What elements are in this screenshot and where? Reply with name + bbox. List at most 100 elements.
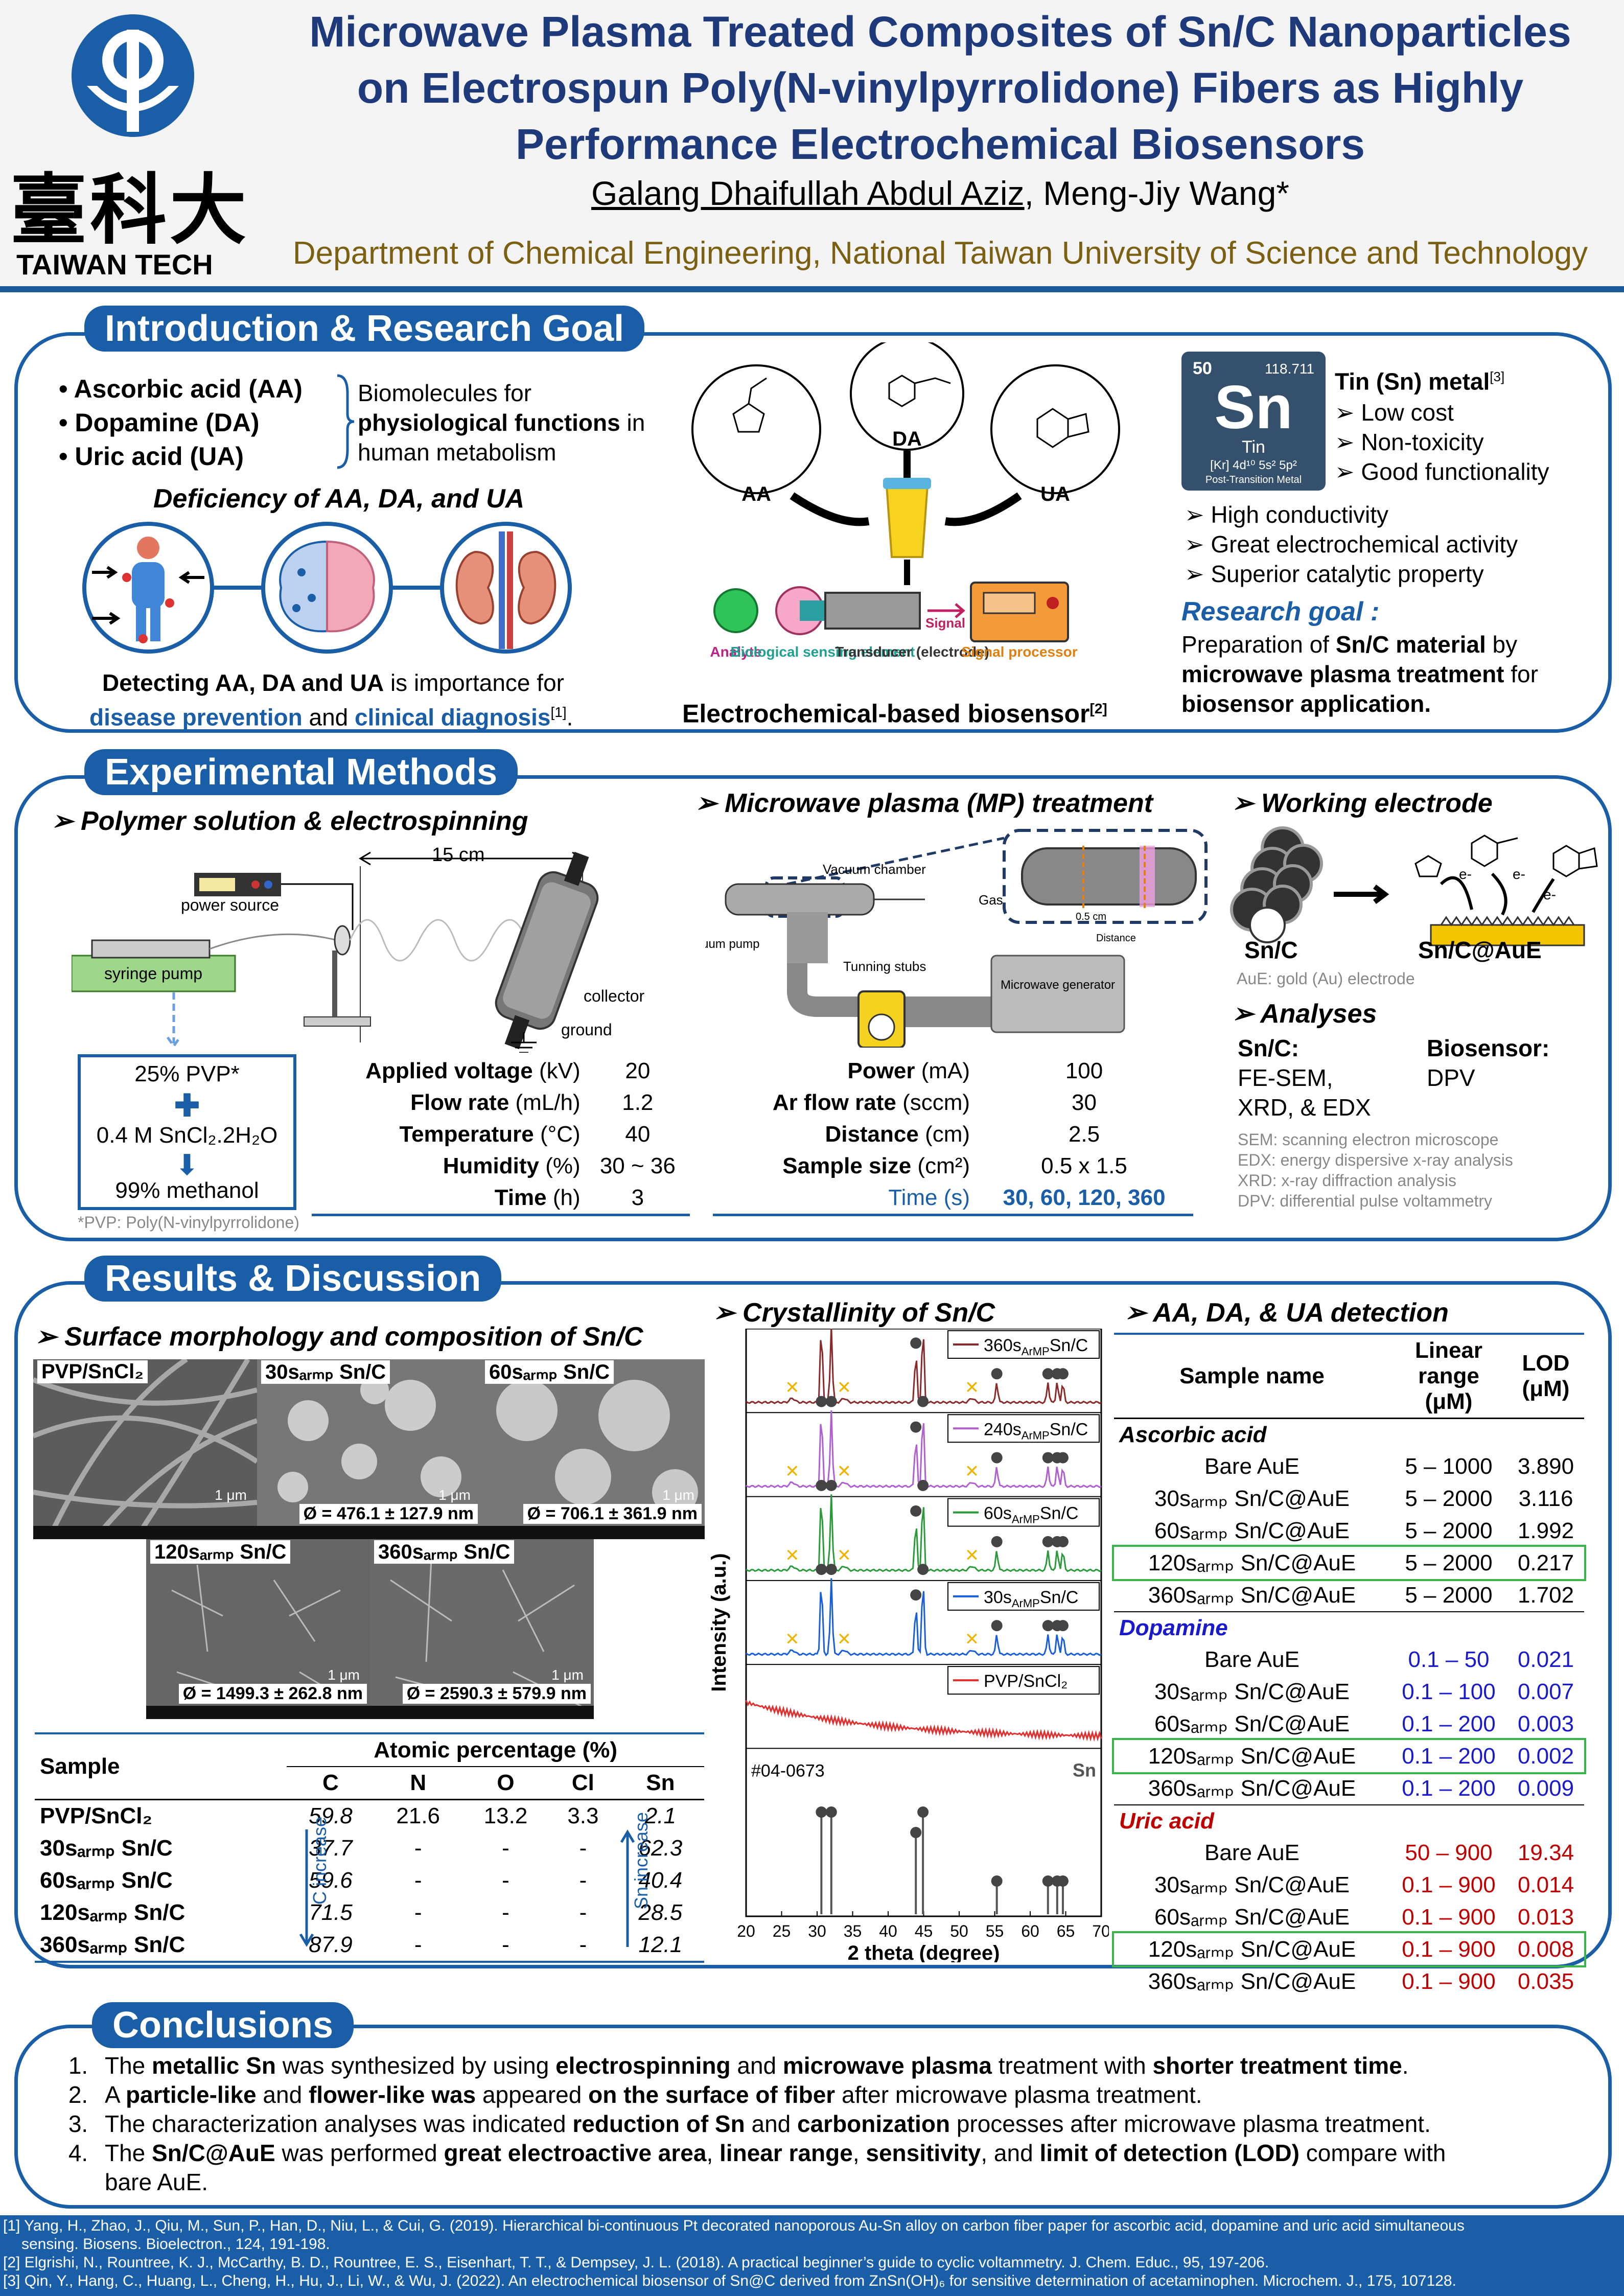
research-goal-title: Research goal : <box>1181 597 1380 627</box>
conclusion-list: The metallic Sn was synthesized by using… <box>56 2051 1579 2197</box>
solution-box: 25% PVP* ✚ 0.4 M SnCl₂.2H₂O ⬇ 99% methan… <box>78 1054 296 1210</box>
carbon-peak-marker: ✕ <box>965 1629 980 1650</box>
arrow-icon: ➢ <box>1335 458 1361 485</box>
header: 臺科大 TAIWAN TECH Microwave Plasma Treated… <box>0 0 1624 286</box>
conclusion-text: , <box>706 2140 720 2166</box>
arrow-icon: ➢ <box>1185 561 1211 587</box>
param-row: Power (mA)100 <box>713 1055 1193 1087</box>
param-label: Sample size <box>782 1153 912 1178</box>
conclusion-text: shorter treatment time <box>1152 2052 1402 2079</box>
det-sample: 30sₐᵣₘₚ Sn/C@AuE <box>1154 1486 1350 1511</box>
we-heading-text: Working electrode <box>1261 788 1493 818</box>
arrow-icon: ➢ <box>1335 399 1361 426</box>
clinical-diagnosis: clinical diagnosis <box>355 704 551 731</box>
disease-prevention: disease prevention <box>89 704 303 731</box>
param-row: Flow rate (mL/h)1.2 <box>312 1087 690 1119</box>
sem-image-pvp: PVP/SnCl₂ 1 μm <box>33 1359 257 1539</box>
morphology-heading-text: Surface morphology and composition of Sn… <box>64 1322 643 1352</box>
atomic-value: 71.5 <box>309 1899 353 1925</box>
mol-label-ua: UA <box>1040 483 1070 505</box>
x-tick-label: 20 <box>737 1922 755 1940</box>
electron-label-2: e- <box>1513 866 1525 882</box>
det-lod: 0.014 <box>1517 1872 1574 1897</box>
x-tick-label: 25 <box>773 1922 791 1940</box>
param-row: Time (s)30, 60, 120, 360 <box>713 1182 1193 1215</box>
sn-peak-marker <box>910 1337 922 1349</box>
det-range: 0.1 – 50 <box>1408 1647 1490 1672</box>
series-legend-box <box>947 1498 1100 1527</box>
conclusion-text: metallic Sn <box>152 2052 276 2079</box>
ref-peak-marker <box>991 1875 1003 1887</box>
atomic-col-head: N <box>410 1770 427 1795</box>
sem-image-30s: 30sₐᵣₘₚ Sn/C 1 μm Ø = 476.1 ± 127.9 nm <box>257 1359 481 1539</box>
conclusion-text: A <box>105 2081 126 2108</box>
bio-analysis: Biosensor: DPV <box>1427 1033 1549 1093</box>
param-value: 2.5 <box>1068 1122 1100 1147</box>
x-tick-label: 55 <box>986 1922 1004 1940</box>
abbrev-3: XRD: x-ray diffraction analysis <box>1238 1171 1456 1190</box>
x-tick-label: 60 <box>1021 1922 1039 1940</box>
param-row: Sample size (cm²)0.5 x 1.5 <box>713 1150 1193 1182</box>
conclusion-text: Sn/C@AuE <box>152 2140 275 2166</box>
logo-english-text: TAIWAN TECH <box>16 248 213 281</box>
goal-1b: Sn/C material <box>1335 631 1486 658</box>
label-power-source: power source <box>181 896 279 914</box>
det-head-lod: LOD (μM) <box>1522 1351 1570 1401</box>
x-tick-label: 70 <box>1092 1922 1109 1940</box>
param-unit: (kV) <box>532 1058 581 1083</box>
label-gas: Gas <box>979 892 1003 908</box>
sem-info-bar <box>33 1526 257 1539</box>
analyte-ua: • Uric acid (UA) <box>59 442 244 471</box>
sn-peak-marker <box>1042 1368 1054 1380</box>
goal-3: biosensor application. <box>1181 690 1431 717</box>
arrow-icon: ➢ <box>1185 501 1211 528</box>
xrd-heading-text: Crystallinity of Sn/C <box>743 1298 995 1328</box>
label-15cm: 15 cm <box>432 844 484 866</box>
tin-title-text: Tin (Sn) metal <box>1335 368 1490 395</box>
conclusion-text: carbonization <box>797 2111 950 2137</box>
tin-prop-2: Non-toxicity <box>1361 429 1484 455</box>
aue-note: AuE: gold (Au) electrode <box>1237 969 1415 988</box>
sn-peak-marker <box>910 1421 922 1433</box>
param-unit: (cm²) <box>911 1153 970 1178</box>
sn-peak-marker <box>816 1396 827 1407</box>
detection-heading: ➢ AA, DA, & UA detection <box>1124 1298 1449 1328</box>
param-unit: (°C) <box>533 1122 581 1147</box>
param-unit: (sccm) <box>896 1090 970 1115</box>
snc-method-2: XRD, & EDX <box>1238 1094 1371 1121</box>
sn-peak-marker <box>917 1564 929 1575</box>
carbon-peak-marker: ✕ <box>785 1377 800 1398</box>
sn-peak-marker <box>825 1564 837 1575</box>
atomic-value: 87.9 <box>309 1932 353 1957</box>
element-name: Tin <box>1242 437 1265 457</box>
x-tick-label: 50 <box>950 1922 968 1940</box>
atomic-value: 2.1 <box>644 1803 676 1828</box>
atomic-value: 3.3 <box>567 1803 599 1828</box>
prop2-1: High conductivity <box>1211 501 1389 528</box>
arrow-icon: ➢ <box>1232 999 1261 1029</box>
abbrev-4: DPV: differential pulse voltammetry <box>1238 1192 1492 1210</box>
det-sample: 120sₐᵣₘₚ Sn/C@AuE <box>1148 1744 1356 1769</box>
electron-label-3: e- <box>1543 887 1556 902</box>
diagnosis-text: disease prevention and clinical diagnosi… <box>89 704 573 731</box>
detection-table: Sample name Linear range (μM) LOD (μM) A… <box>1112 1333 1586 1998</box>
param-label: Flow rate <box>410 1090 509 1115</box>
atomic-value: - <box>502 1932 509 1957</box>
param-row: Temperature (°C)40 <box>312 1119 690 1150</box>
sem-label-60s: 60sₐᵣₘₚ Sn/C <box>485 1360 614 1384</box>
sn-peak-marker <box>917 1396 929 1407</box>
conclusion-text: , <box>852 2140 866 2166</box>
carbon-peak-marker: ✕ <box>785 1629 800 1650</box>
series-legend-label: 360sArMPSn/C <box>984 1336 1088 1358</box>
det-range: 0.1 – 900 <box>1402 1872 1496 1897</box>
detection-heading-text: AA, DA, & UA detection <box>1153 1298 1449 1328</box>
human-body-icon <box>92 537 204 643</box>
pvp-note: *PVP: Poly(N-vinylpyrrolidone) <box>78 1213 299 1232</box>
biosensor-caption-text: Electrochemical-based biosensor <box>682 699 1090 728</box>
